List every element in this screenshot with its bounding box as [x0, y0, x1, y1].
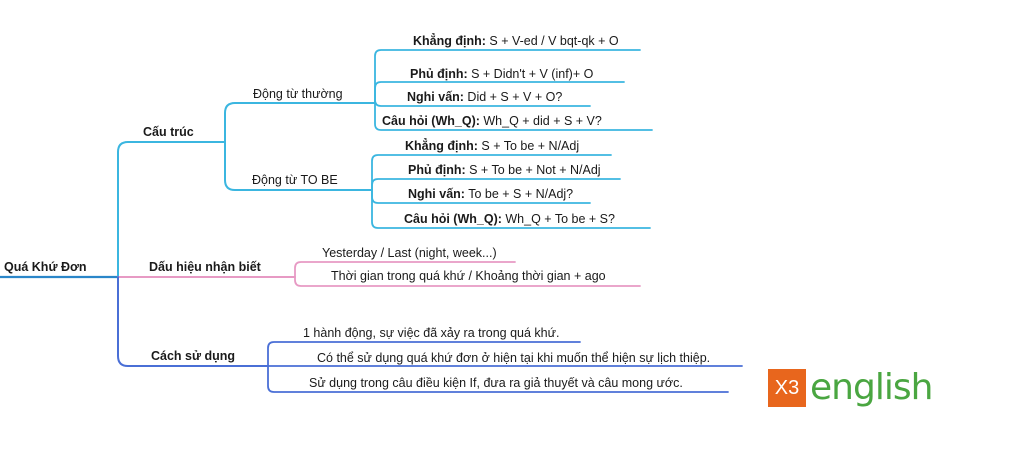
sub-to-be: Động từ TO BE: [252, 173, 338, 187]
connector-usage-leaf-2: [267, 365, 729, 393]
leaf-tobe-wh-question: Câu hỏi (Wh_Q): Wh_Q + To be + S?: [404, 212, 615, 226]
logo-x3-box: X3: [768, 369, 806, 407]
x3english-logo: X3 english: [768, 366, 933, 410]
connector-regular-leaf-2: [374, 99, 591, 107]
leaf-usage-1: 1 hành động, sự việc đã xảy ra trong quá…: [303, 326, 560, 340]
sub-regular-verb: Động từ thường: [253, 87, 343, 101]
leaf-signs-2: Thời gian trong quá khứ / Khoảng thời gi…: [331, 269, 606, 283]
connector-regular-leaf-0: [374, 49, 641, 104]
leaf-usage-3: Sử dụng trong câu điều kiện If, đưa ra g…: [309, 376, 683, 390]
leaf-regular-negative: Phủ định: S + Didn't + V (inf)+ O: [410, 67, 594, 81]
leaf-tobe-negative: Phủ định: S + To be + Not + N/Adj: [408, 163, 601, 177]
branch-signs: Dấu hiệu nhận biết: [149, 260, 261, 274]
connector-regular-leaf-3: [374, 102, 653, 131]
branch-structure: Cấu trúc: [143, 125, 194, 139]
branch-usage: Cách sử dụng: [151, 349, 236, 363]
leaf-regular-question: Nghi vấn: Did + S + V + O?: [407, 90, 563, 104]
leaf-tobe-affirmative: Khẳng định: S + To be + N/Adj: [405, 139, 580, 153]
connector-regular-leaf-1: [374, 81, 625, 104]
leaf-regular-wh-question: Câu hỏi (Wh_Q): Wh_Q + did + S + V?: [382, 114, 602, 128]
connector-signs-leaf-1: [294, 276, 641, 287]
connector-tobe-leaf-3: [371, 189, 651, 229]
leaf-tobe-question: Nghi vấn: To be + S + N/Adj?: [408, 187, 574, 201]
connector-signs-leaf-0: [294, 261, 516, 278]
connector-usage-leaf-0: [267, 341, 581, 367]
root-node: Quá Khứ Đơn: [4, 260, 87, 274]
leaf-usage-2: Có thể sử dụng quá khứ đơn ở hiện tại kh…: [317, 351, 711, 365]
connector-tobe-leaf-0: [371, 154, 612, 191]
connector-tobe-leaf-1: [371, 178, 621, 191]
connector-regular-verb: [224, 102, 376, 143]
connector-usage: [117, 276, 269, 367]
connector-structure: [117, 141, 226, 278]
leaf-regular-affirmative: Khẳng định: S + V-ed / V bqt-qk + O: [413, 34, 619, 48]
leaf-signs-1: Yesterday / Last (night, week...): [322, 246, 497, 260]
connector-to-be: [224, 141, 373, 191]
logo-wordmark: english: [810, 367, 933, 408]
